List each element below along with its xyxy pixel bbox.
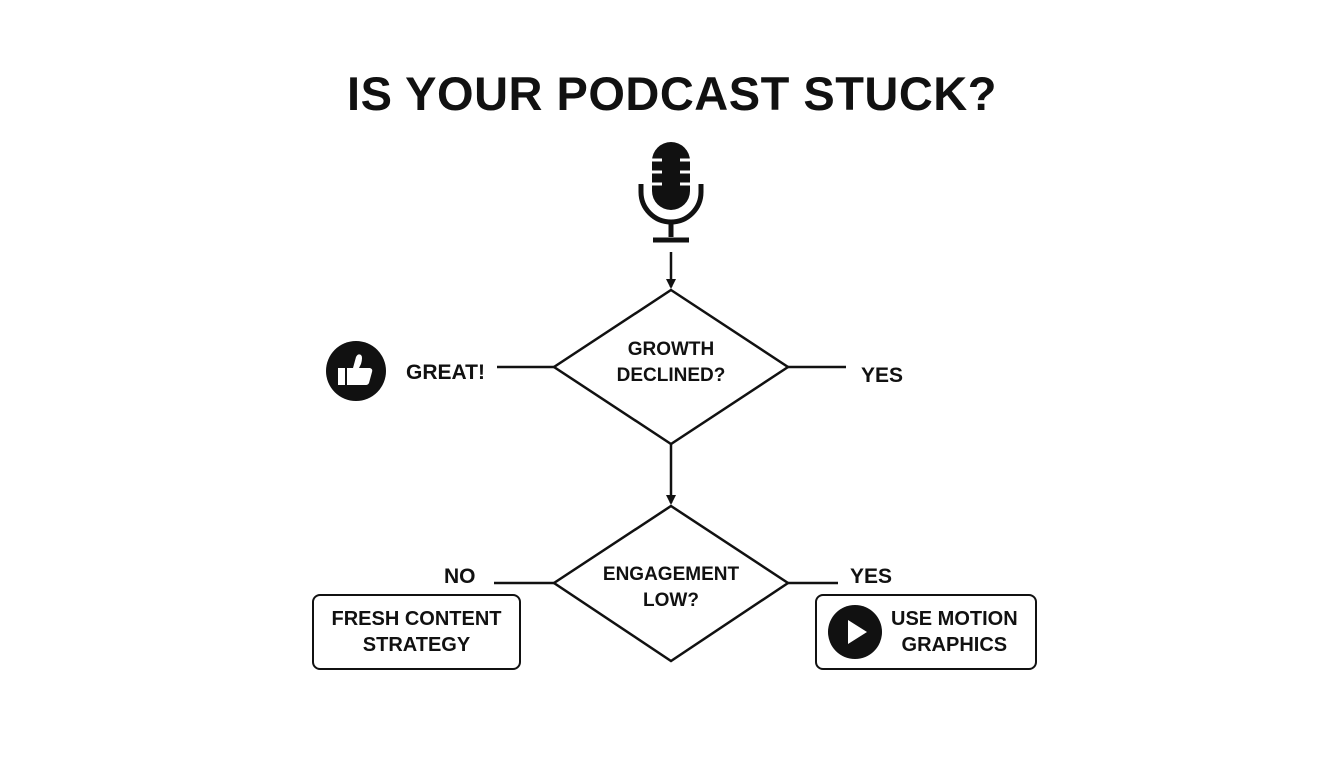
box-motion-graphics-line1: USE MOTION bbox=[891, 608, 1018, 630]
page-title: IS YOUR PODCAST STUCK? bbox=[347, 67, 997, 120]
label-great: GREAT! bbox=[406, 361, 485, 384]
box-motion-graphics: USE MOTION GRAPHICS bbox=[815, 594, 1037, 670]
box-motion-graphics-line2: GRAPHICS bbox=[901, 634, 1008, 656]
decision-growth-line1: GROWTH bbox=[627, 339, 715, 360]
decision-growth: GROWTH DECLINED? bbox=[586, 337, 756, 389]
play-icon bbox=[828, 605, 882, 659]
decision-engagement-line2: LOW? bbox=[643, 590, 699, 611]
label-yes-engagement: YES bbox=[850, 565, 893, 588]
box-fresh-content: FRESH CONTENT STRATEGY bbox=[312, 594, 521, 670]
box-fresh-content-line1: FRESH CONTENT bbox=[331, 608, 502, 630]
decision-engagement-shape bbox=[551, 504, 791, 663]
decision-growth-line2: DECLINED? bbox=[616, 365, 726, 386]
microphone-icon bbox=[638, 142, 704, 243]
box-fresh-content-text: FRESH CONTENT STRATEGY bbox=[332, 606, 502, 658]
box-fresh-content-line2: STRATEGY bbox=[362, 634, 471, 656]
box-motion-graphics-text: USE MOTION GRAPHICS bbox=[891, 606, 1018, 658]
label-no-engagement: NO bbox=[444, 565, 476, 588]
decision-engagement-line1: ENGAGEMENT bbox=[602, 564, 740, 585]
label-yes-growth: YES bbox=[861, 364, 904, 387]
thumbs-up-icon bbox=[326, 341, 386, 401]
decision-engagement: ENGAGEMENT LOW? bbox=[576, 562, 766, 614]
